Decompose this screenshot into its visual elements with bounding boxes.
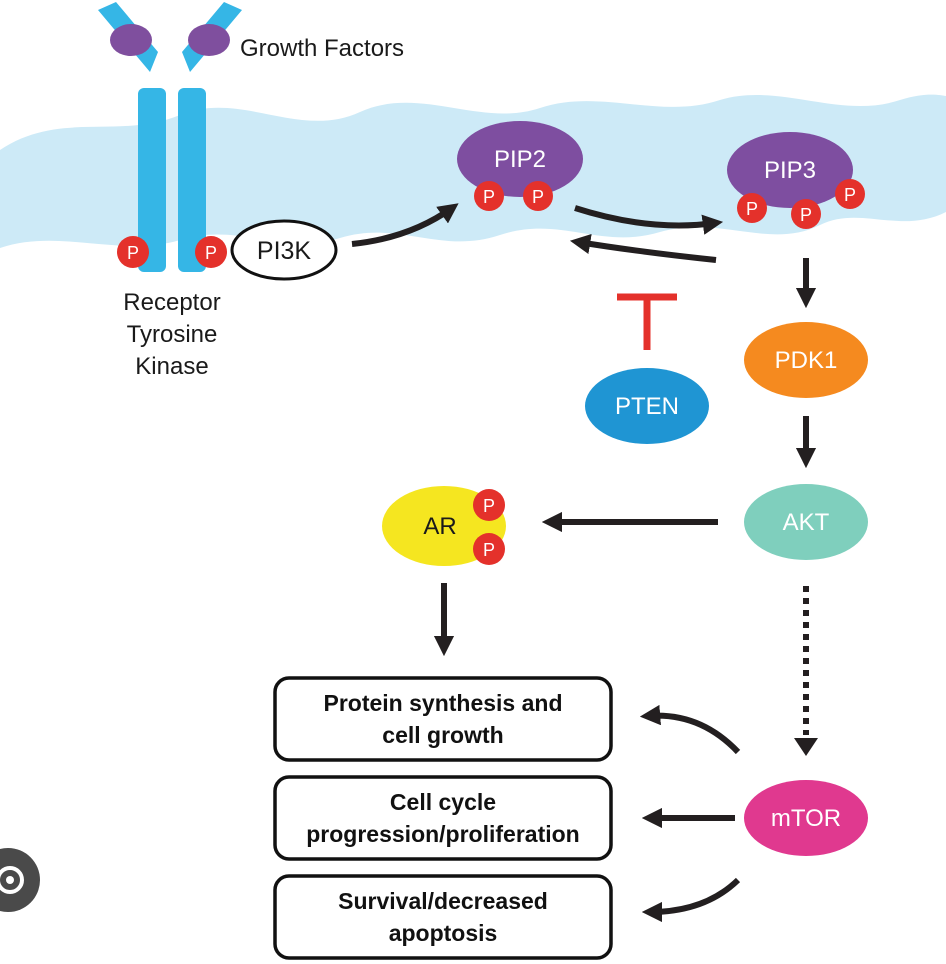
- growth-factors-label: Growth Factors: [240, 35, 404, 62]
- akt-label: AKT: [783, 509, 830, 536]
- arrowhead-akt-to-mtor: [794, 738, 818, 756]
- pten-label: PTEN: [615, 393, 679, 420]
- phospho-badge: [473, 489, 505, 521]
- outcome-line: Survival/decreased: [338, 888, 548, 914]
- mtor-label: mTOR: [771, 805, 841, 832]
- outcome-line: progression/proliferation: [306, 821, 579, 847]
- phospho-badge: [737, 193, 767, 223]
- phospho-badge: [473, 533, 505, 565]
- receptor-tyrosine-kinase: P P: [98, 2, 242, 272]
- outcome-line: apoptosis: [389, 920, 498, 946]
- receptor-label-line-1: Receptor: [123, 289, 220, 316]
- phospho-label: P: [746, 199, 758, 219]
- phospho-badge: [523, 181, 553, 211]
- phospho-label: P: [483, 187, 495, 207]
- phospho-badge: [474, 181, 504, 211]
- growth-factor-left: [110, 24, 152, 56]
- arrow-pi3k-to-pip2: [351, 203, 459, 247]
- arrow-pip3-to-pip2: [569, 233, 717, 263]
- phospho-label: P: [800, 205, 812, 225]
- arrow-mtor-to-survival: [641, 877, 741, 923]
- outcome-box-survival: Survival/decreased apoptosis: [273, 874, 613, 960]
- ar-node: AR P P: [382, 486, 506, 566]
- outcome-box-cell-cycle: Cell cycle progression/proliferation: [273, 775, 613, 861]
- phospho-badge: [195, 236, 227, 268]
- receptor-chain-left: [138, 88, 166, 272]
- phospho-label: P: [483, 540, 495, 560]
- arrow-mtor-to-protein-synthesis: [639, 704, 741, 755]
- pip2-label: PIP2: [494, 146, 546, 173]
- receptor-chain-right: [178, 88, 206, 272]
- pdk1-node: PDK1: [744, 322, 868, 398]
- akt-node: AKT: [744, 484, 868, 560]
- pip3-node: PIP3 P P P: [727, 132, 865, 229]
- phospho-badge: [117, 236, 149, 268]
- phospho-label: P: [532, 187, 544, 207]
- pi3k-node: PI3K: [230, 219, 338, 281]
- outcome-line: Protein synthesis and: [323, 690, 562, 716]
- pten-node: PTEN: [585, 368, 709, 444]
- arrow-pip2-to-pip3: [574, 205, 724, 235]
- outcome-line: cell growth: [382, 722, 503, 748]
- phospho-label: P: [127, 243, 139, 263]
- ar-label: AR: [423, 513, 456, 540]
- phospho-badge: [791, 199, 821, 229]
- pten-inhibition: [617, 293, 677, 350]
- receptor-label-line-2: Tyrosine: [127, 321, 218, 348]
- phospho-label: P: [205, 243, 217, 263]
- pi3k-label: PI3K: [257, 237, 312, 265]
- camera-lens-glyph: [0, 866, 24, 894]
- phospho-label: P: [844, 185, 856, 205]
- outcome-line: Cell cycle: [390, 789, 496, 815]
- phospho-badge: [835, 179, 865, 209]
- phospho-label: P: [483, 496, 495, 516]
- receptor-label-line-3: Kinase: [135, 353, 208, 380]
- pip3-label: PIP3: [764, 157, 816, 184]
- mtor-node: mTOR: [744, 780, 868, 856]
- growth-factor-right: [188, 24, 230, 56]
- outcome-box-protein-synthesis: Protein synthesis and cell growth: [273, 676, 613, 762]
- pip2-node: PIP2 P P: [457, 121, 583, 211]
- camera-lens-icon[interactable]: [0, 848, 40, 912]
- pdk1-label: PDK1: [775, 347, 838, 374]
